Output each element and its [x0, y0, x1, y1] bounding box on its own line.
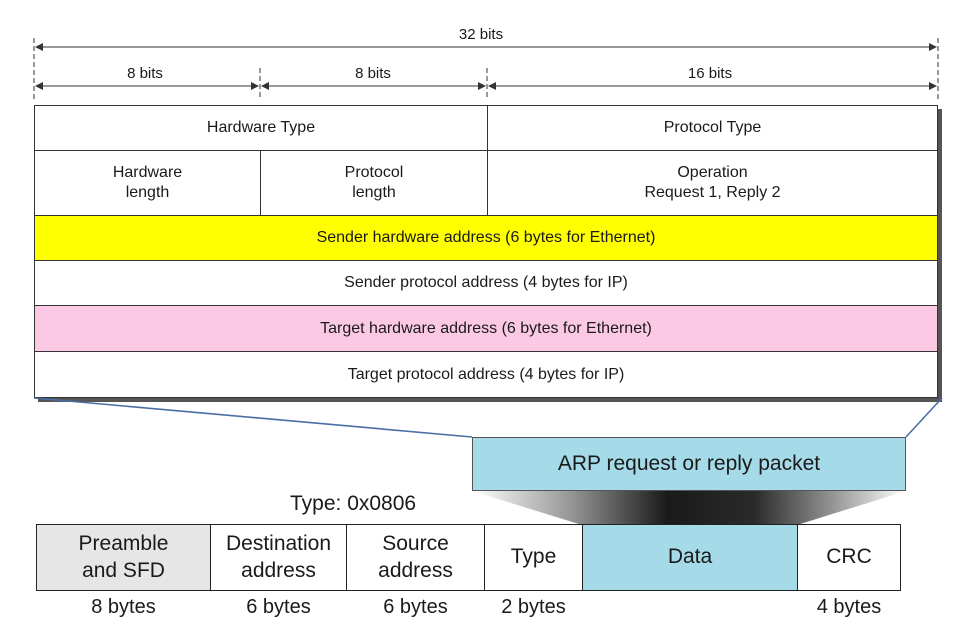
preamble-line2: and SFD [82, 558, 165, 582]
arp-packet-table: Hardware Type Protocol Type Hardware len… [34, 105, 938, 398]
sender-protocol-address-label: Sender protocol address (4 bytes for IP) [344, 274, 628, 291]
data-label: Data [667, 545, 713, 569]
arp-callout: ARP request or reply packet [472, 437, 906, 491]
source-line1: Source [382, 532, 449, 556]
scale-total-label: 32 bits [458, 26, 504, 43]
source-line2: address [378, 558, 453, 582]
sender-protocol-address-field: Sender protocol address (4 bytes for IP) [34, 260, 938, 306]
preamble-line1: Preamble [78, 532, 169, 556]
preamble-field: Preamble and SFD [36, 524, 211, 591]
scale-seg3-label: 16 bits [687, 65, 733, 82]
hardware-length-line2: length [125, 184, 170, 201]
hardware-type-label: Hardware Type [206, 119, 316, 136]
hardware-length-line1: Hardware [112, 164, 183, 181]
scale-seg2-label: 8 bits [355, 65, 391, 82]
preamble-size: 8 bytes [91, 596, 156, 618]
crc-field: CRC [797, 524, 901, 591]
protocol-type-label: Protocol Type [663, 119, 762, 136]
scale-seg1-label: 8 bits [127, 65, 163, 82]
type-size: 2 bytes [501, 596, 566, 618]
destination-size: 6 bytes [246, 596, 311, 618]
source-field: Source address [346, 524, 485, 591]
crc-size: 4 bytes [816, 596, 882, 618]
destination-field: Destination address [210, 524, 347, 591]
operation-field: Operation Request 1, Reply 2 [487, 150, 938, 216]
destination-line2: address [241, 558, 316, 582]
type-label: Type [510, 545, 557, 569]
target-hardware-address-field: Target hardware address (6 bytes for Eth… [34, 305, 938, 352]
sender-hardware-address-label: Sender hardware address (6 bytes for Eth… [316, 229, 656, 246]
data-field: Data [582, 524, 798, 591]
type-note: Type: 0x0806 [290, 492, 417, 515]
bit-scale [33, 38, 939, 100]
type-field: Type [484, 524, 583, 591]
destination-line1: Destination [225, 532, 332, 556]
target-protocol-address-field: Target protocol address (4 bytes for IP) [34, 351, 938, 398]
operation-line2: Request 1, Reply 2 [644, 184, 781, 201]
target-hardware-address-label: Target hardware address (6 bytes for Eth… [320, 319, 652, 337]
protocol-length-line2: length [352, 184, 396, 201]
hardware-type-field: Hardware Type [34, 105, 488, 151]
operation-line1: Operation [677, 164, 748, 181]
arp-callout-label: ARP request or reply packet [557, 452, 821, 475]
protocol-length-line1: Protocol [344, 164, 404, 181]
hardware-length-field: Hardware length [34, 150, 261, 216]
sender-hardware-address-field: Sender hardware address (6 bytes for Eth… [34, 215, 938, 261]
protocol-length-field: Protocol length [260, 150, 488, 216]
funnel-gradient [472, 491, 906, 525]
target-protocol-address-label: Target protocol address (4 bytes for IP) [347, 365, 625, 383]
source-size: 6 bytes [383, 596, 448, 618]
crc-label: CRC [826, 545, 872, 569]
protocol-type-field: Protocol Type [487, 105, 938, 151]
